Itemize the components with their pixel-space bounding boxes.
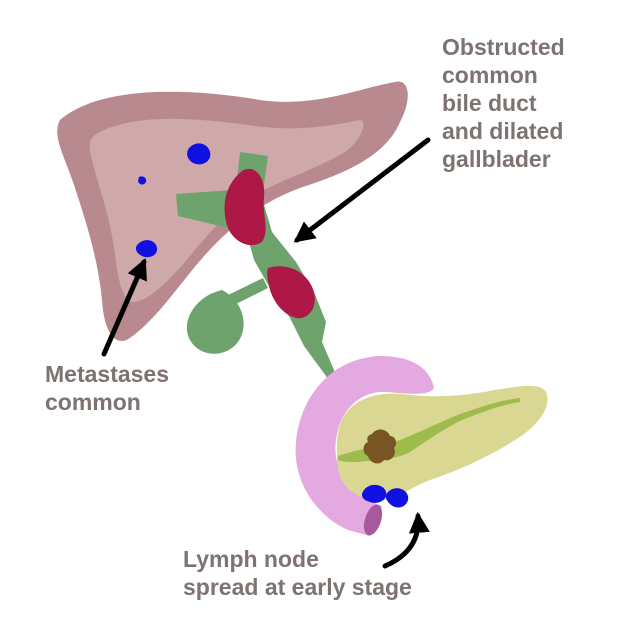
gallbladder xyxy=(186,290,244,354)
metastases-label-line: Metastases xyxy=(45,361,170,387)
biliary-tree xyxy=(176,152,346,407)
duodenum-opening xyxy=(363,504,383,536)
bile-duct-label-line: and dilated xyxy=(442,118,564,144)
duodenum-loop xyxy=(295,356,434,536)
bile-duct-label: Obstructed common bile duct and dilated … xyxy=(442,33,565,173)
metastasis-small xyxy=(138,176,147,185)
lymph-node-label-line: spread at early stage xyxy=(183,574,412,600)
lymph-node-label: Lymph node spread at early stage xyxy=(183,545,412,601)
metastases-label-line: common xyxy=(45,389,141,415)
bile-duct-label-line: gallblader xyxy=(442,146,551,172)
lymph-node-left xyxy=(362,484,387,503)
metastases-label: Metastases common xyxy=(45,360,169,416)
pancreas xyxy=(336,385,548,501)
arrow-metastases xyxy=(101,258,147,357)
bile-duct-label-line: common xyxy=(442,62,538,88)
bile-duct-label-line: Obstructed xyxy=(442,34,565,60)
pancreatic-tumor xyxy=(363,429,397,464)
metastasis-medium xyxy=(135,240,158,258)
bile-duct-label-line: bile duct xyxy=(442,90,537,116)
lymph-nodes xyxy=(362,484,409,508)
cystic-duct xyxy=(226,278,268,306)
lymph-node-label-line: Lymph node xyxy=(183,546,319,572)
obstruction-upper xyxy=(224,168,266,246)
pancreas-body xyxy=(336,385,548,501)
obstruction-lower xyxy=(267,266,315,319)
arrow-lymph-node xyxy=(382,511,430,569)
liver-metastases xyxy=(135,143,211,258)
lymph-node-right xyxy=(385,488,409,508)
arrow-bile-duct xyxy=(293,137,431,243)
metastasis-large xyxy=(187,143,211,165)
duodenum xyxy=(295,356,434,536)
